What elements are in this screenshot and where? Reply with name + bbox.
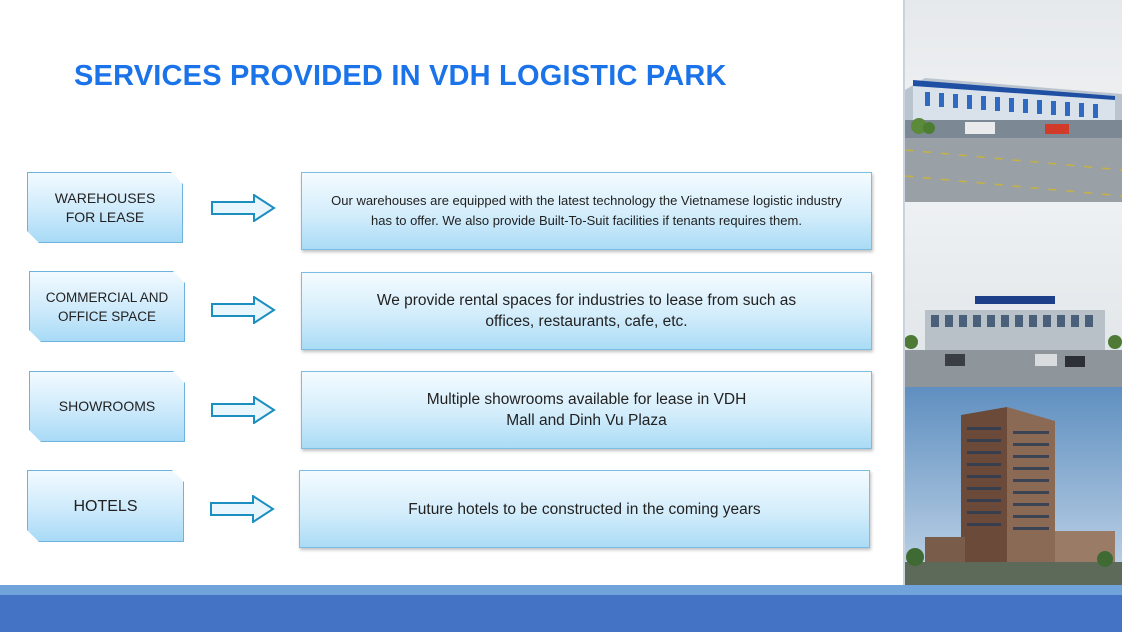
service-box-showrooms: SHOWROOMS — [29, 371, 185, 442]
description-box-showrooms: Multiple showrooms available for lease i… — [301, 371, 872, 449]
arrow-right-icon — [211, 396, 276, 424]
service-box-commercial: COMMERCIAL AND OFFICE SPACE — [29, 271, 185, 342]
warehouse-photo — [905, 0, 1122, 202]
service-box-warehouses: WAREHOUSES FOR LEASE — [27, 172, 183, 243]
description-box-commercial: We provide rental spaces for industries … — [301, 272, 872, 350]
plaza-photo — [905, 202, 1122, 387]
arrow-right-icon — [211, 296, 276, 324]
description-box-warehouses: Our warehouses are equipped with the lat… — [301, 172, 872, 250]
service-box-hotels: HOTELS — [27, 470, 184, 542]
photo-divider — [903, 0, 905, 585]
arrow-right-icon — [211, 194, 276, 222]
arrow-right-icon — [210, 495, 275, 523]
footer-accent-bar — [0, 585, 1122, 595]
footer-bar — [0, 595, 1122, 632]
hotel-photo — [905, 387, 1122, 585]
page-title: SERVICES PROVIDED IN VDH LOGISTIC PARK — [74, 60, 727, 92]
description-box-hotels: Future hotels to be constructed in the c… — [299, 470, 870, 548]
